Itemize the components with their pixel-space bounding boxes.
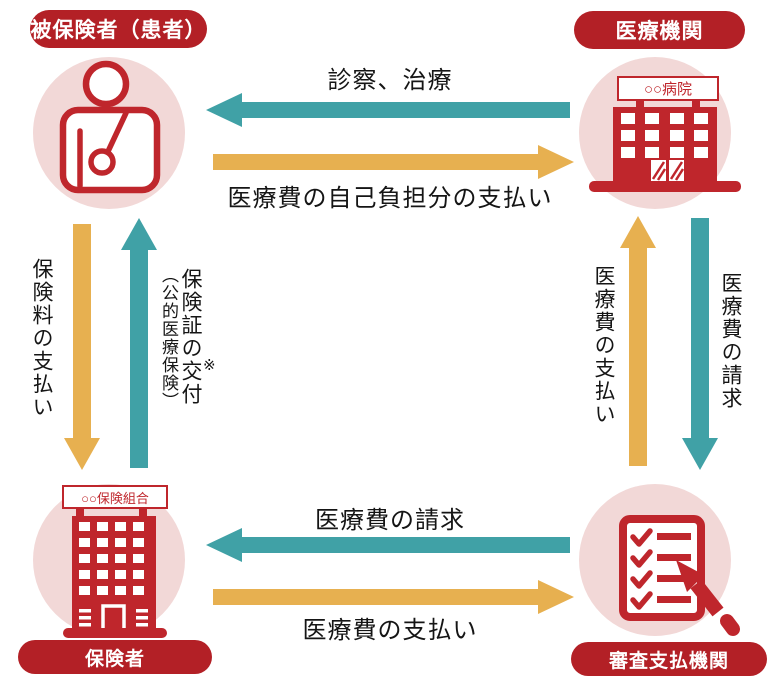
insurer-label: 保険者 (18, 640, 212, 674)
card-issuance-note-mark: ※ (203, 357, 218, 374)
card-issuance-note: （公的医療保険） (159, 266, 178, 410)
arrow-card-up (121, 218, 157, 468)
medical-fee-payment-right-caption: 医療費の支払い (592, 265, 615, 426)
hospital-building-icon (589, 100, 741, 192)
card-issuance-caption: 保険証の交付 (179, 268, 202, 406)
arrow-copayment-right (213, 145, 574, 179)
arrow-premium-down (64, 224, 100, 470)
medical-fee-claim-right-caption: 医療費の請求 (719, 272, 742, 410)
arrow-payment-right-up (620, 216, 656, 466)
review-agency-label: 審査支払機関 (571, 642, 767, 676)
arrow-claim-bottom-left (206, 528, 570, 562)
premium-payment-caption: 保険料の支払い (30, 258, 53, 419)
examination-treatment-caption: 診察、治療 (327, 67, 453, 94)
medical-fee-claim-bottom-caption: 医療費の請求 (315, 507, 465, 534)
arrow-examination-left (206, 93, 570, 127)
medical-institution-label: 医療機関 (574, 11, 745, 49)
copayment-caption: 医療費の自己負担分の支払い (227, 185, 553, 212)
injured-person-icon (59, 60, 161, 194)
hospital-sign: ○○病院 (617, 76, 719, 101)
office-building-icon (63, 509, 167, 638)
checklist-magnifier-icon (619, 515, 740, 636)
medical-fee-payment-bottom-caption: 医療費の支払い (302, 617, 478, 644)
insurer-sign: ○○保険組合 (62, 485, 168, 509)
patient-label: 被保険者（患者） (30, 10, 207, 48)
arrow-claim-right-down (682, 218, 718, 470)
arrow-payment-bottom-right (213, 580, 574, 614)
